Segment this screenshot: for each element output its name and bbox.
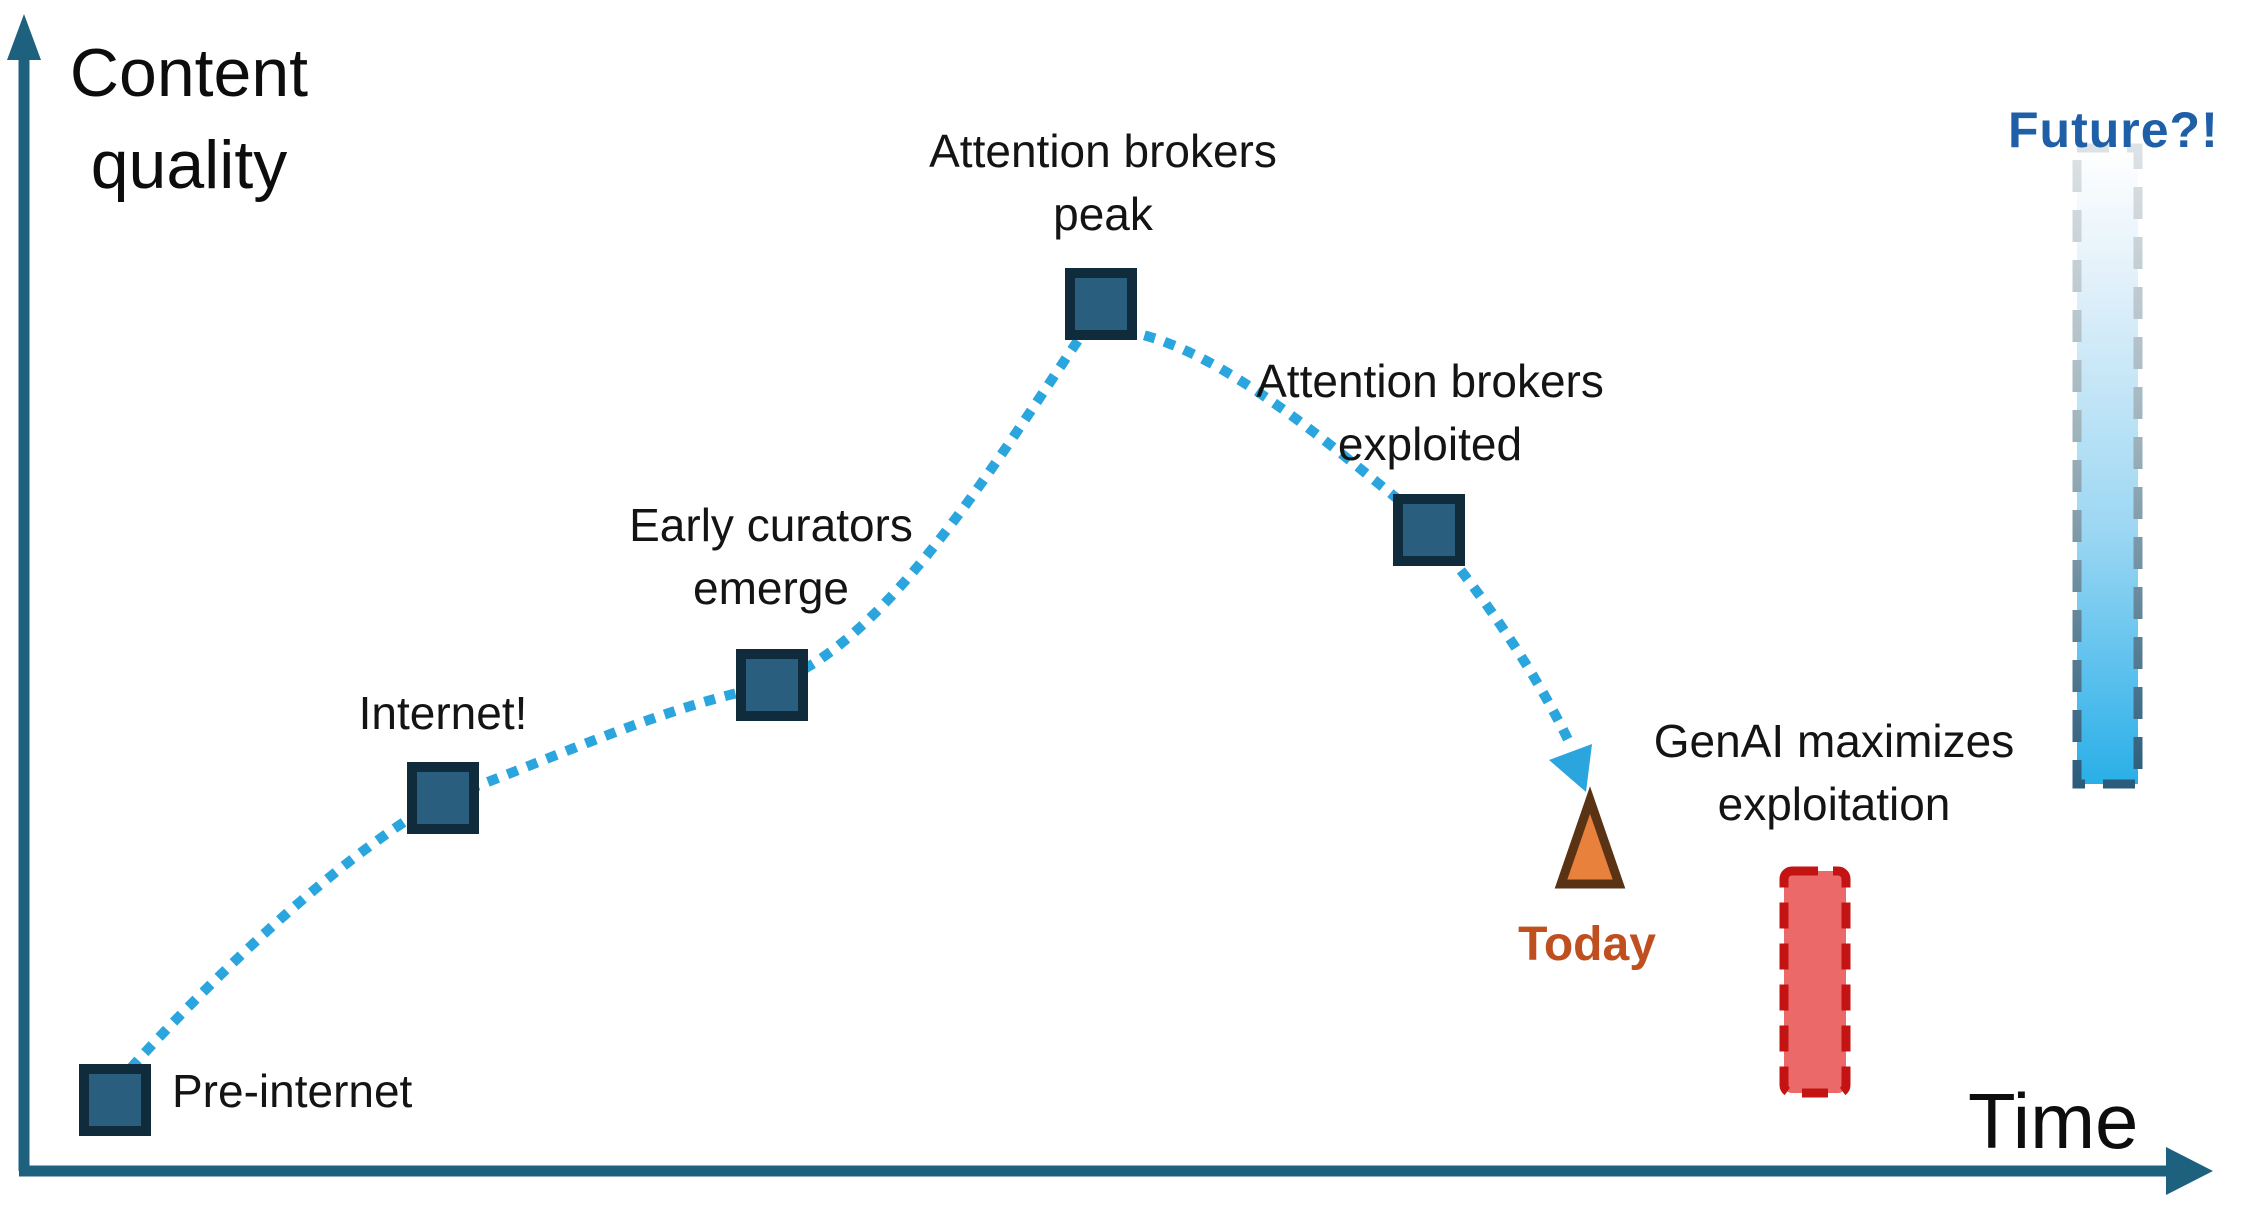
marker-pre-internet <box>79 1064 151 1136</box>
label-early-curators: Early curators emerge <box>629 499 913 614</box>
x-axis-title: Time <box>1968 1077 2139 1165</box>
label-pre-internet: Pre-internet <box>172 1065 413 1117</box>
label-attention-brokers-exploited: Attention brokers exploited <box>1256 355 1604 470</box>
future-range-bar <box>2072 143 2143 789</box>
genai-range-bar <box>1779 866 1851 1098</box>
curve-end-arrowhead-icon <box>1549 744 1592 792</box>
marker-internet <box>407 762 479 834</box>
marker-attention-exploited <box>1393 494 1465 566</box>
label-internet: Internet! <box>358 687 528 739</box>
y-axis-arrowhead-icon <box>7 14 41 60</box>
label-today: Today <box>1518 918 1656 971</box>
marker-attention-peak <box>1065 268 1137 340</box>
x-axis-arrowhead-icon <box>2166 1147 2213 1195</box>
label-future: Future?! <box>2008 102 2219 158</box>
marker-early-curators <box>736 649 808 721</box>
today-triangle-marker <box>1554 786 1626 889</box>
label-genai-maximizes-exploitation: GenAI maximizes exploitation <box>1653 715 2015 830</box>
label-attention-brokers-peak: Attention brokers peak <box>929 125 1277 240</box>
y-axis-title: Content quality <box>69 35 309 203</box>
